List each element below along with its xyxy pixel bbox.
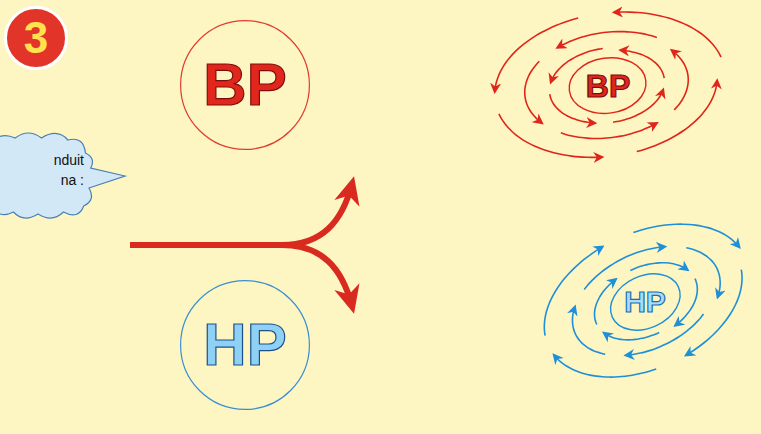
pressure-label: BP <box>203 55 286 115</box>
isobar <box>556 25 657 51</box>
high-pressure-isobars <box>521 194 761 405</box>
high-pressure-circle-shape <box>181 281 310 410</box>
isobar <box>565 303 605 362</box>
low-pressure-circle: BP <box>180 20 310 150</box>
high-pressure-centre-shape <box>601 263 689 341</box>
pressure-label: HP <box>203 315 286 375</box>
pressure-label: BP <box>586 70 630 102</box>
high-pressure-centre: HP <box>608 275 683 329</box>
isobar <box>624 314 709 361</box>
isobar <box>629 80 726 151</box>
cloud-text: nduit na : <box>42 150 84 190</box>
isobar <box>579 240 667 289</box>
isobar <box>686 240 728 301</box>
isobar <box>561 119 658 144</box>
low-pressure-circle-shape <box>181 21 310 150</box>
speech-cloud-shape <box>0 133 125 218</box>
isobar <box>614 0 721 71</box>
step-number-text: 3 <box>24 16 48 60</box>
high-pressure-circle: HP <box>180 280 310 410</box>
pressure-label: HP <box>624 287 666 317</box>
step-number: 3 <box>4 6 68 70</box>
wind-arrow <box>130 184 352 306</box>
step-number-shape <box>6 8 67 69</box>
isobar <box>666 48 692 109</box>
isobar <box>663 270 761 356</box>
isobar <box>554 318 656 406</box>
wind-arrow-shaft <box>130 242 286 248</box>
wind-arrow-branch <box>282 245 352 306</box>
isobar <box>520 61 547 125</box>
isobar <box>633 195 739 286</box>
isobar <box>521 247 626 336</box>
speech-cloud: nduit na : <box>0 128 125 220</box>
wind-arrow-branch <box>282 184 352 245</box>
isobar <box>630 248 687 292</box>
low-pressure-centre-shape <box>566 53 650 118</box>
low-pressure-centre: BP <box>568 57 647 114</box>
low-pressure-isobars <box>486 0 732 171</box>
